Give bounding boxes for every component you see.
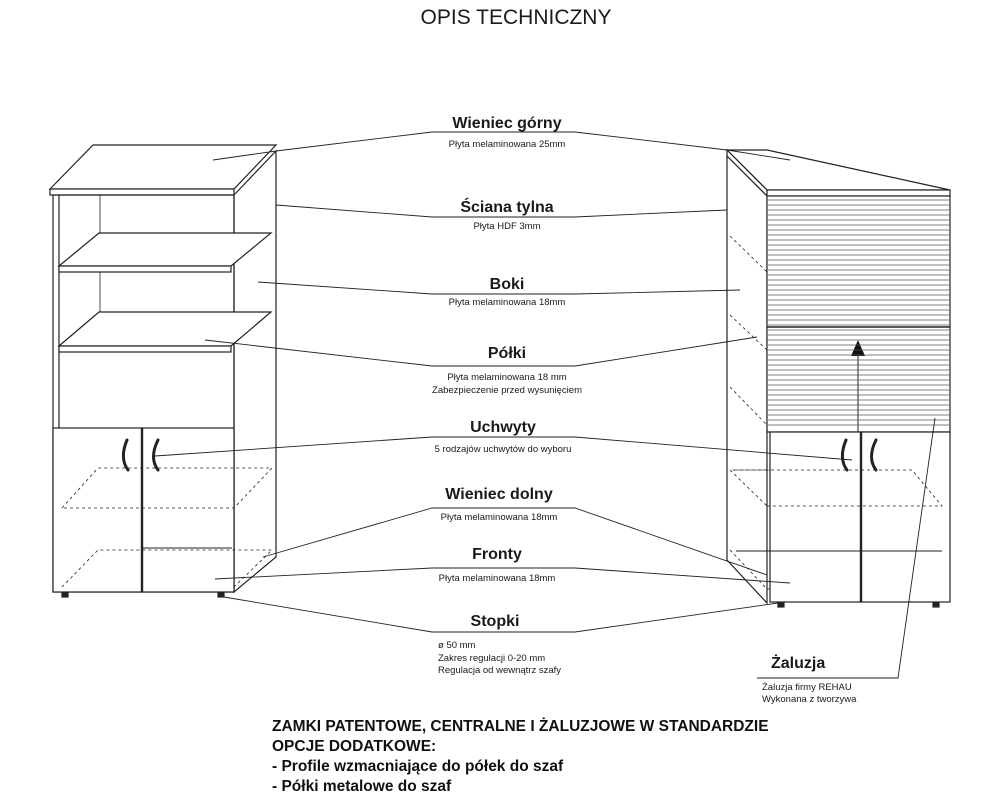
right-foot-2	[932, 602, 940, 608]
callout-label: Wieniec dolny	[445, 486, 553, 503]
callout-detail: 5 rodzajów uchwytów do wyboru	[435, 444, 572, 455]
callout-uchwyty: Uchwyty 5 rodzajów uchwytów do wyboru	[435, 419, 572, 455]
page-title: OPIS TECHNICZNY	[421, 6, 612, 29]
callout-detail: Płyta melaminowana 18mm	[441, 512, 558, 523]
left-handle-1	[121, 438, 130, 472]
callout-polki: Półki Płyta melaminowana 18 mm Zabezpiec…	[432, 345, 582, 396]
callout-fronty: Fronty Płyta melaminowana 18mm	[439, 546, 556, 584]
callout-sciana-tylna: Ściana tylna Płyta HDF 3mm	[460, 197, 553, 232]
left-cabinet-top	[48, 144, 278, 190]
tambour-arrowhead	[851, 340, 865, 356]
callout-label: Uchwyty	[470, 419, 536, 436]
tambour-slats	[767, 199, 950, 426]
right-cabinet	[725, 148, 951, 608]
callout-zaluzja: Żaluzja Żaluzja firmy REHAU Wykonana z t…	[762, 654, 857, 705]
right-cabinet-side	[726, 154, 768, 605]
callout-detail: Żaluzja firmy REHAU	[762, 682, 852, 693]
callout-label: Stopki	[471, 613, 520, 630]
callout-wieniec-gorny: Wieniec górny Płyta melaminowana 25mm	[449, 115, 566, 150]
callout-label: Wieniec górny	[452, 115, 561, 132]
callout-detail: Płyta HDF 3mm	[473, 221, 540, 232]
callout-detail: Zabezpieczenie przed wysunięciem	[432, 385, 582, 396]
right-foot-1	[777, 602, 785, 608]
left-cabinet	[48, 144, 278, 598]
right-handle-1	[840, 438, 849, 472]
footer-option-metal-shelves: - Półki metalowe do szaf	[272, 778, 452, 795]
left-handle-2	[152, 438, 160, 472]
leader-lines	[154, 131, 936, 679]
callout-label: Boki	[490, 276, 525, 293]
footer-notes: ZAMKI PATENTOWE, CENTRALNE I ŻALUZJOWE W…	[272, 717, 769, 797]
callout-wieniec-dolny: Wieniec dolny Płyta melaminowana 18mm	[441, 486, 558, 523]
right-door-right	[860, 431, 951, 603]
left-foot-2	[217, 592, 225, 598]
callout-detail: Płyta melaminowana 18mm	[439, 573, 556, 584]
callout-label: Półki	[488, 345, 526, 362]
callout-label: Ściana tylna	[460, 197, 553, 216]
callout-detail: Wykonana z tworzywa	[762, 694, 857, 705]
callout-detail: Regulacja od wewnątrz szafy	[438, 665, 561, 676]
footer-option-profiles: - Profile wzmacniające do półek do szaf	[272, 758, 564, 775]
left-door-right	[141, 427, 235, 593]
right-handle-2	[870, 438, 878, 472]
callout-label: Fronty	[472, 546, 522, 563]
callout-detail: Płyta melaminowana 25mm	[449, 139, 566, 150]
footer-options-heading: OPCJE DODATKOWE:	[272, 738, 437, 755]
callout-stopki: Stopki ø 50 mm Zakres regulacji 0-20 mm …	[438, 613, 561, 676]
callout-boki: Boki Płyta melaminowana 18mm	[449, 276, 566, 308]
left-cabinet-side	[233, 149, 277, 594]
left-door-left	[52, 427, 143, 593]
left-cabinet-top-front	[49, 188, 235, 196]
left-foot-1	[61, 592, 69, 598]
callout-detail: Zakres regulacji 0-20 mm	[438, 653, 545, 664]
footer-standard-locks: ZAMKI PATENTOWE, CENTRALNE I ŻALUZJOWE W…	[272, 718, 769, 735]
right-door-left	[769, 431, 862, 603]
callout-detail: Płyta melaminowana 18 mm	[447, 372, 566, 383]
callout-detail: Płyta melaminowana 18mm	[449, 297, 566, 308]
callout-detail: ø 50 mm	[438, 640, 476, 651]
callout-label: Żaluzja	[771, 654, 825, 672]
